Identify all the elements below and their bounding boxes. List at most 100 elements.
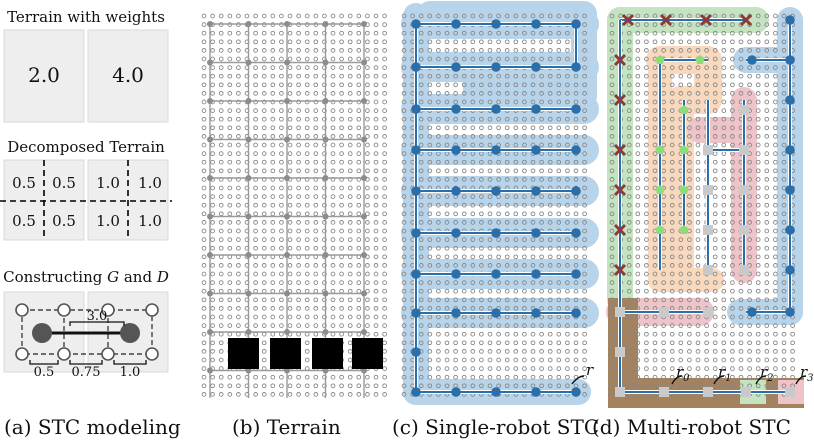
grid-point [339, 220, 344, 225]
grid-point [738, 340, 744, 346]
grid-point [347, 48, 353, 53]
grid-point [644, 56, 649, 62]
grid-point [201, 245, 207, 251]
grid-point [539, 116, 544, 122]
grid-point [565, 48, 570, 53]
grid-point [504, 374, 510, 380]
grid-point [339, 288, 344, 294]
grid-point [365, 30, 370, 36]
grid-point [635, 288, 641, 294]
x-cross-node [613, 183, 627, 197]
grid-point [373, 314, 379, 320]
grid-point [347, 142, 353, 148]
grid-point [678, 22, 684, 27]
grid-point [661, 349, 666, 354]
grid-point [401, 125, 407, 131]
tree-node [411, 387, 421, 397]
grid-point [712, 177, 718, 182]
square-node [785, 387, 795, 397]
grid-point [626, 237, 632, 242]
grid-point [470, 202, 476, 208]
grid-point [522, 91, 527, 96]
grid-point [296, 99, 301, 105]
grid-point [582, 271, 587, 277]
grid-point [287, 30, 293, 36]
grid-point [652, 168, 658, 174]
grid-point [236, 271, 241, 277]
grid-point [365, 56, 370, 62]
grid-point [496, 349, 501, 354]
grid-point [773, 340, 778, 346]
grid-point [427, 56, 433, 62]
grid-point [427, 323, 433, 328]
grid-point [644, 91, 649, 96]
grid-point [382, 331, 387, 337]
grid-point [721, 73, 727, 79]
grid-point [470, 323, 476, 328]
grid-point [738, 331, 744, 337]
grid-point [487, 168, 493, 174]
grid-point [565, 116, 570, 122]
grid-point [227, 374, 233, 380]
grid-point [539, 237, 544, 242]
grid-point [227, 331, 233, 337]
grid-point [253, 185, 258, 191]
grid-point [427, 48, 433, 53]
grid-point [565, 13, 570, 19]
grid-point [373, 374, 379, 380]
grid-point [218, 116, 224, 122]
grid-point [270, 245, 276, 251]
grid-point [365, 202, 370, 208]
tree-node [491, 387, 501, 397]
grid-point [461, 340, 467, 346]
grid-point [669, 228, 675, 234]
grid-point [513, 349, 519, 354]
grid-point [496, 323, 501, 328]
grid-point [401, 65, 407, 70]
grid-point [365, 116, 370, 122]
grid-point [236, 228, 241, 234]
grid-point [582, 99, 587, 105]
grid-point [270, 297, 276, 303]
grid-point [401, 340, 407, 346]
grid-point [365, 271, 370, 277]
grid-point [347, 13, 353, 19]
grid-point [339, 48, 344, 53]
grid-point [504, 323, 510, 328]
grid-point [513, 177, 519, 182]
grid-point [487, 357, 493, 363]
grid-point [522, 297, 527, 303]
grid-point [530, 331, 536, 337]
grid-point [695, 288, 701, 294]
grid-point [582, 349, 587, 354]
grid-point [339, 13, 344, 19]
grid-point [453, 177, 458, 182]
grid-point [304, 48, 310, 53]
grid-point [210, 125, 215, 131]
grid-point [730, 314, 735, 320]
grid-point [565, 30, 570, 36]
grid-point [401, 271, 407, 277]
grid-point [573, 331, 579, 337]
grid-point [781, 331, 787, 337]
grid-point [556, 159, 562, 165]
grid-point [781, 220, 787, 225]
grid-point [695, 314, 701, 320]
grid-point [218, 202, 224, 208]
grid-point [755, 194, 761, 199]
robot-label-c: r [586, 361, 594, 379]
grid-point [635, 22, 641, 27]
grid-point [401, 314, 407, 320]
grid-point [201, 297, 207, 303]
grid-point [470, 220, 476, 225]
grid-point [347, 30, 353, 36]
grid-point [730, 245, 735, 251]
grid-point [522, 177, 527, 182]
robot-letter: r [676, 363, 684, 381]
grid-point [347, 323, 353, 328]
grid-point [236, 211, 241, 217]
grid-point [712, 56, 718, 62]
grid-point [201, 13, 207, 19]
grid-point [755, 116, 761, 122]
